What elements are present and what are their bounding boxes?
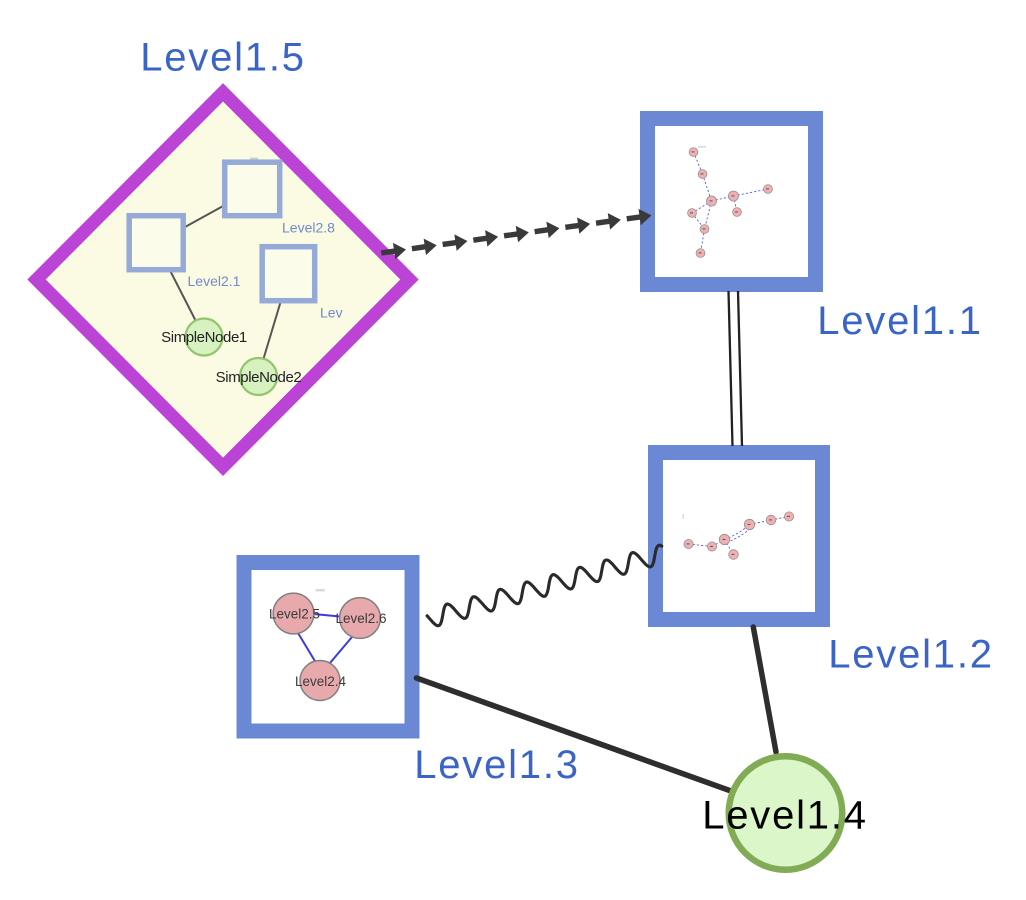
- svg-text:SimpleNode2: SimpleNode2: [216, 369, 302, 386]
- svg-text:Level1.3: Level1.3: [414, 743, 580, 787]
- svg-text:Level2.5: Level2.5: [269, 607, 320, 622]
- svg-text:Level1.4: Level1.4: [702, 794, 868, 838]
- svg-text:Level1.5: Level1.5: [140, 36, 306, 80]
- svg-text:Level2.6: Level2.6: [335, 611, 386, 626]
- svg-text:Level2.8: Level2.8: [282, 220, 335, 236]
- svg-text:Level1.1: Level1.1: [817, 299, 983, 343]
- svg-text:Lev: Lev: [320, 305, 343, 321]
- svg-text:SimpleNode1: SimpleNode1: [161, 329, 247, 346]
- svg-text:Level2.4: Level2.4: [295, 674, 347, 689]
- svg-text:Level1.2: Level1.2: [828, 633, 994, 677]
- svg-text:Level2.1: Level2.1: [188, 273, 241, 289]
